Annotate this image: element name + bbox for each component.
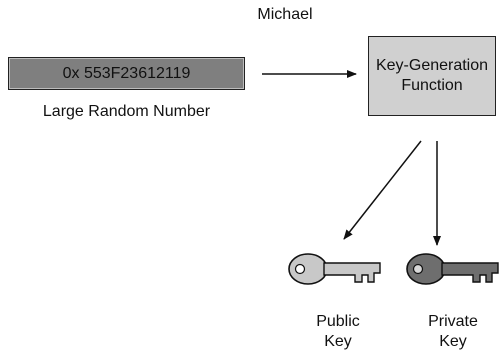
public-key-label-line1: Public [316, 313, 360, 330]
arrow-to-public-key [343, 140, 422, 240]
random-number-box: 0x 553F23612119 [8, 57, 245, 90]
private-key-label: Private Key [408, 312, 498, 352]
kgf-label-line1: Key-Generation [375, 57, 489, 74]
public-key-icon [288, 253, 381, 285]
kgf-label-line2: Function [401, 77, 463, 94]
public-key-label: Public Key [293, 312, 383, 352]
key-generation-function-box: Key-Generation Function [368, 36, 496, 116]
public-key-label-line2: Key [324, 333, 352, 350]
private-key-icon [406, 253, 499, 285]
private-key-label-line1: Private [428, 313, 478, 330]
actor-label: Michael [257, 6, 313, 23]
private-key-label-line2: Key [439, 333, 467, 350]
random-number-label: Large Random Number [42, 103, 211, 120]
random-number-value: 0x 553F23612119 [62, 64, 191, 82]
